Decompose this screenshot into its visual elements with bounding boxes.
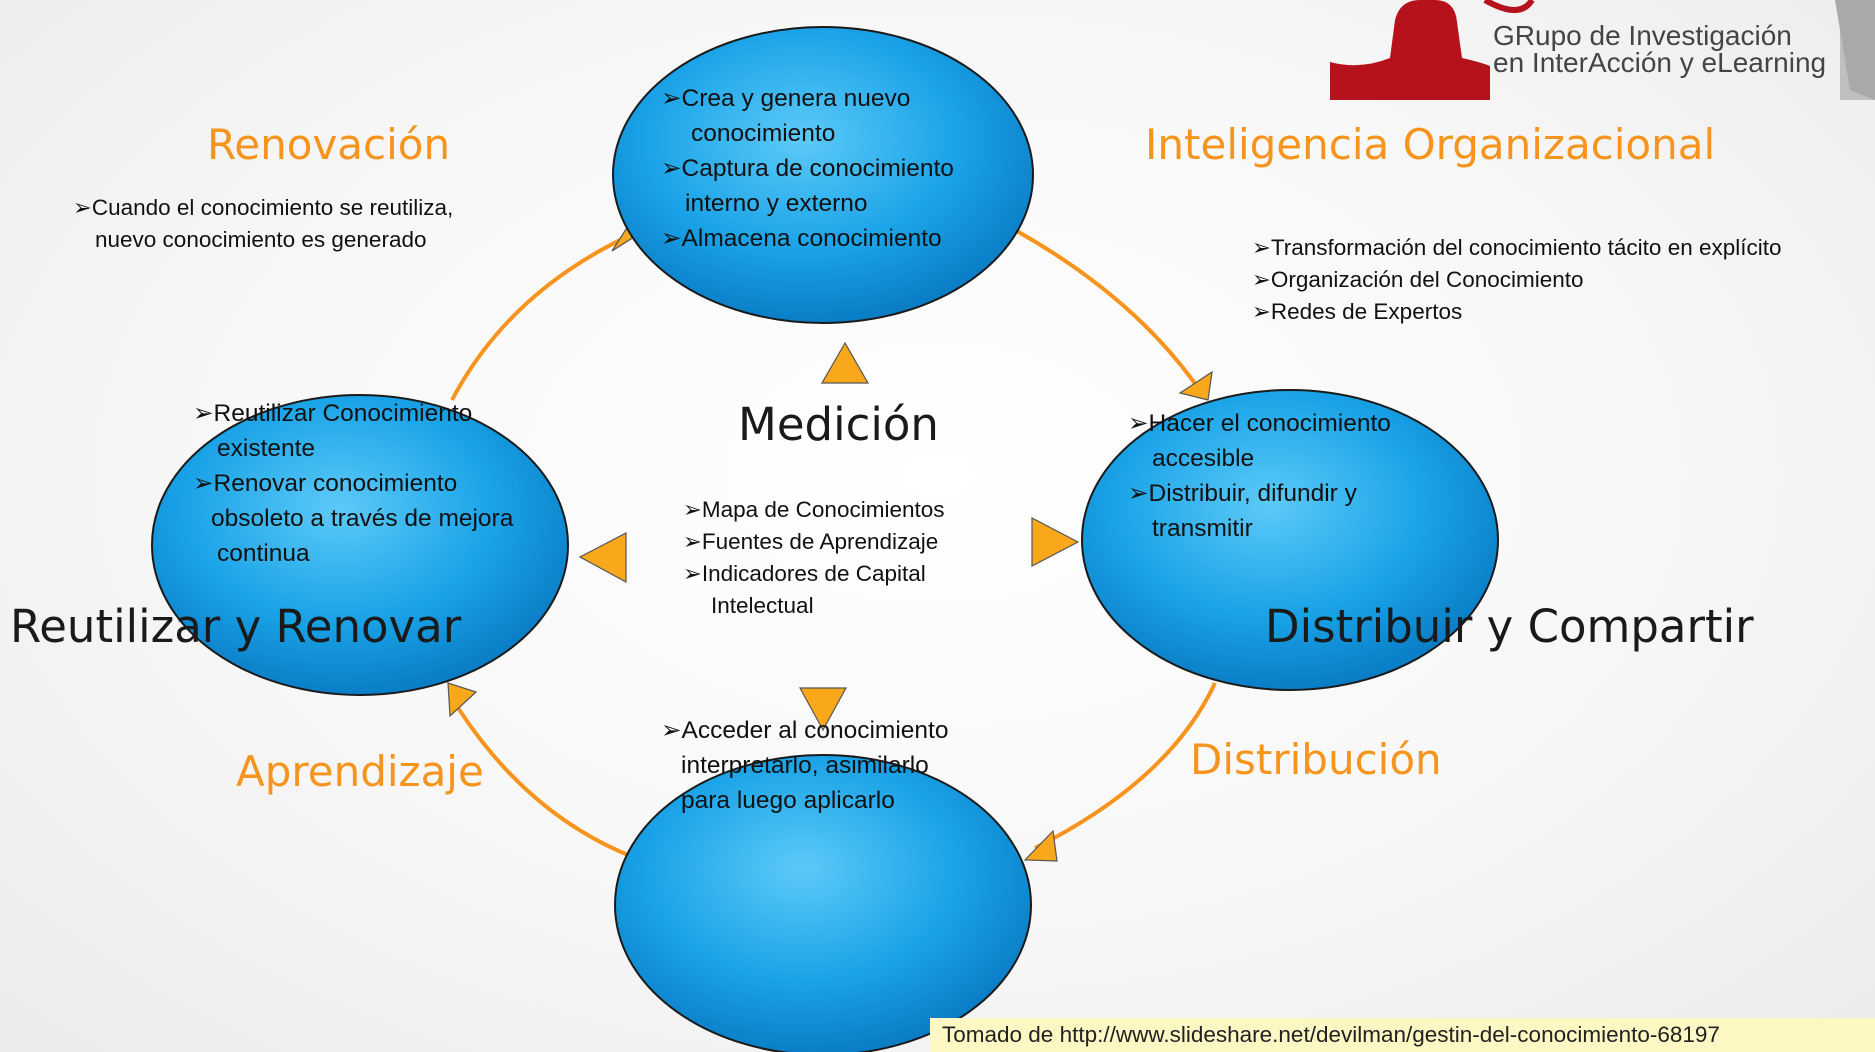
inteligencia-note-line: ➢Redes de Expertos bbox=[1252, 299, 1463, 324]
bottom-ellipse-line: ➢Acceder al conocimiento bbox=[661, 717, 949, 744]
left-ellipse-line: continua bbox=[217, 540, 310, 567]
ellipse-bottom bbox=[614, 754, 1032, 1052]
label-distribuir: Distribuir y Compartir bbox=[1265, 600, 1754, 653]
inteligencia-note-line: ➢Organización del Conocimiento bbox=[1252, 267, 1584, 292]
arc-bottom-to-left bbox=[448, 693, 629, 857]
top-ellipse-line: ➢Captura de conocimiento bbox=[661, 155, 954, 182]
bottom-ellipse-line: interpretarlo, asimilarlo bbox=[681, 752, 929, 779]
left-ellipse-line: obsoleto a través de mejora bbox=[211, 505, 514, 532]
top-ellipse-line: ➢Almacena conocimiento bbox=[661, 225, 942, 252]
left-ellipse-line: existente bbox=[217, 435, 316, 462]
ellipse-right bbox=[1081, 389, 1499, 691]
arrowhead-left bbox=[447, 682, 478, 718]
inteligencia-note-line: ➢Transformación del conocimiento tácito … bbox=[1252, 235, 1782, 260]
bottom-ellipse-text: ➢Acceder al conocimiento interpretarlo, … bbox=[661, 713, 948, 818]
bottom-ellipse-line: para luego aplicarlo bbox=[681, 787, 895, 814]
logo-line-1: GRupo de Investigación bbox=[1493, 20, 1792, 51]
top-ellipse-line: conocimiento bbox=[691, 120, 836, 147]
triangle-down bbox=[798, 687, 848, 732]
medicion-note-line: ➢Mapa de Conocimientos bbox=[683, 497, 945, 522]
triangle-up bbox=[820, 341, 870, 384]
top-ellipse-line: ➢Crea y genera nuevo bbox=[661, 85, 911, 112]
left-ellipse-line: ➢Reutilizar Conocimiento bbox=[193, 400, 473, 427]
logo-line-2: en InterAcción y eLearning bbox=[1493, 47, 1827, 78]
label-distribucion: Distribución bbox=[1190, 735, 1442, 784]
arrowhead-right bbox=[1178, 370, 1213, 401]
grial-logo: GRupo de Investigación en InterAcción y … bbox=[1320, 0, 1875, 100]
triangle-left bbox=[578, 532, 627, 584]
logo-emblem bbox=[1330, 0, 1875, 100]
right-ellipse-line: ➢Hacer el conocimiento bbox=[1128, 410, 1391, 437]
arc-top-to-right bbox=[1014, 228, 1207, 400]
arrowhead-bottom bbox=[1023, 829, 1058, 862]
arc-left-to-top bbox=[450, 231, 636, 401]
medicion-notes: ➢Mapa de Conocimientos ➢Fuentes de Apren… bbox=[683, 494, 945, 622]
label-inteligencia: Inteligencia Organizacional bbox=[1145, 120, 1716, 169]
top-ellipse-text: ➢Crea y genera nuevo conocimiento ➢Captu… bbox=[661, 81, 954, 256]
triangle-right bbox=[1031, 517, 1080, 567]
renovacion-note-line: nuevo conocimiento es generado bbox=[95, 227, 427, 252]
right-ellipse-line: transmitir bbox=[1152, 515, 1253, 542]
medicion-note-line: ➢Indicadores de Capital bbox=[683, 561, 926, 586]
label-reutilizar: Reutilizar y Renovar bbox=[10, 600, 462, 653]
medicion-note-line: Intelectual bbox=[711, 593, 814, 618]
top-ellipse-line: interno y externo bbox=[685, 190, 868, 217]
label-aprendizaje: Aprendizaje bbox=[236, 747, 484, 796]
inteligencia-notes: ➢Transformación del conocimiento tácito … bbox=[1252, 232, 1782, 328]
label-medicion: Medición bbox=[738, 398, 939, 451]
right-ellipse-line: ➢Distribuir, difundir y bbox=[1128, 480, 1357, 507]
right-ellipse-text: ➢Hacer el conocimiento accesible ➢Distri… bbox=[1128, 406, 1391, 546]
arc-right-to-bottom bbox=[1034, 682, 1217, 850]
source-link[interactable]: Tomado de http://www.slideshare.net/devi… bbox=[930, 1018, 1875, 1052]
right-ellipse-line: accesible bbox=[1152, 445, 1255, 472]
renovacion-note-line: ➢Cuando el conocimiento se reutiliza, bbox=[73, 195, 454, 220]
medicion-note-line: ➢Fuentes de Aprendizaje bbox=[683, 529, 939, 554]
left-ellipse-text: ➢Reutilizar Conocimiento existente ➢Reno… bbox=[193, 396, 513, 571]
label-renovacion: Renovación bbox=[207, 120, 451, 169]
ellipse-left bbox=[151, 394, 569, 696]
left-ellipse-line: ➢Renovar conocimiento bbox=[193, 470, 458, 497]
renovacion-note: ➢Cuando el conocimiento se reutiliza, nu… bbox=[73, 192, 453, 256]
ellipse-top bbox=[612, 26, 1034, 324]
